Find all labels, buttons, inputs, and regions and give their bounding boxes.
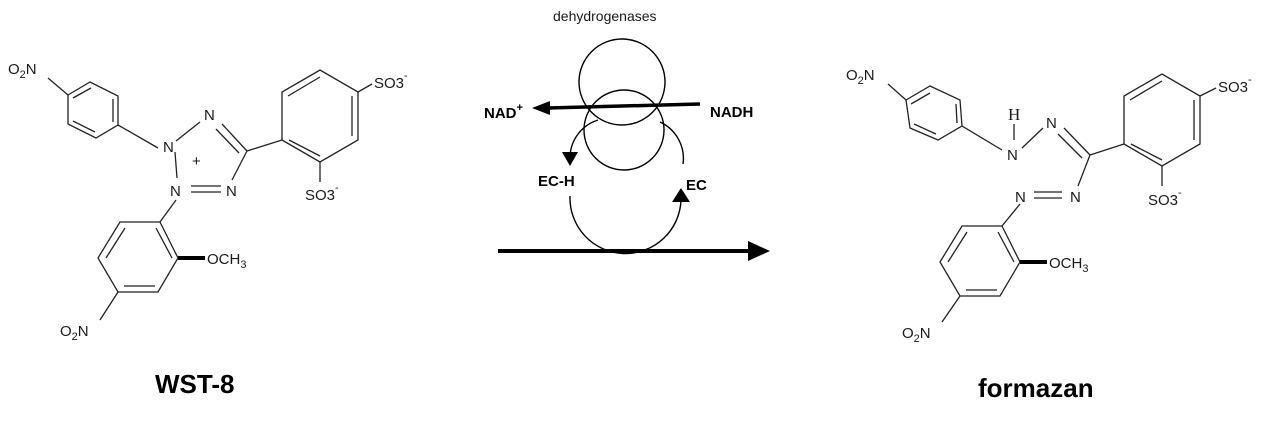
wst8-sulfonate-top: SO3- xyxy=(374,70,408,92)
ec-label: EC xyxy=(686,177,707,194)
wst8-nitro-top: O2N xyxy=(8,61,37,81)
formazan-label: formazan xyxy=(978,373,1094,403)
formazan-hydrogen: H xyxy=(1008,105,1020,124)
formazan-nitro-bottom: O2N xyxy=(902,325,931,345)
wst8-n3: N xyxy=(170,183,181,200)
wst8-label: WST-8 xyxy=(155,369,234,399)
wst8-sulfonate-bottom: SO3- xyxy=(305,182,339,204)
enzyme-label: dehydrogenases xyxy=(553,8,657,24)
wst8-n1: N xyxy=(204,107,215,124)
wst8-sulfophenyl-ring xyxy=(246,69,373,182)
wst8-methoxy: OCH3 xyxy=(207,251,246,271)
formazan-methoxy: OCH3 xyxy=(1049,255,1088,275)
formazan-n2: N xyxy=(1007,147,1018,164)
formazan-sulfonate-bottom: SO3- xyxy=(1148,187,1182,209)
formazan-nitrophenyl-ring xyxy=(887,83,1003,151)
wst8-nitro-bottom: O2N xyxy=(60,323,89,343)
nadh-to-nad-arrow xyxy=(547,102,701,110)
ech-arrowhead xyxy=(562,152,578,166)
wst8-methoxyphenyl-ring xyxy=(97,199,205,321)
enzyme-circle-lower xyxy=(583,89,665,171)
nadh-label: NADH xyxy=(710,104,753,121)
ec-cycle-right-arc xyxy=(659,121,685,165)
ec-cycle-left-arc xyxy=(569,119,599,157)
formazan-chain xyxy=(1013,124,1091,199)
reaction-mechanism: dehydrogenases NAD+ NADH EC-H EC xyxy=(484,8,770,261)
formazan-n1: N xyxy=(1046,115,1057,132)
enzyme-circle-upper xyxy=(578,38,666,126)
formazan-structure: O2N H N N N N SO3- SO3- OCH3 O2N formaza… xyxy=(846,67,1252,403)
formazan-sulfonate-top: SO3- xyxy=(1218,74,1252,96)
formazan-methoxyphenyl-ring xyxy=(939,203,1047,323)
ec-cycle-bottom-arc xyxy=(569,195,682,255)
formazan-sulfophenyl-ring xyxy=(1089,73,1217,186)
ec-arrowhead xyxy=(672,188,690,202)
nad-arrowhead xyxy=(532,101,550,115)
nad-label: NAD+ xyxy=(484,102,523,122)
wst8-n4: N xyxy=(226,183,237,200)
ech-label: EC-H xyxy=(538,173,575,190)
formazan-n3: N xyxy=(1015,189,1026,206)
formazan-nitro-top: O2N xyxy=(846,67,875,87)
main-arrowhead xyxy=(748,241,770,261)
wst8-nitrophenyl-ring xyxy=(47,77,159,149)
wst8-n2: N xyxy=(163,139,174,156)
wst8-tetrazole-ring xyxy=(174,121,248,193)
wst8-structure: O2N N N + N N SO3- SO3- OCH3 O2N WST-8 xyxy=(8,61,408,399)
wst8-positive-charge: + xyxy=(192,153,201,170)
formazan-n4: N xyxy=(1070,189,1081,206)
